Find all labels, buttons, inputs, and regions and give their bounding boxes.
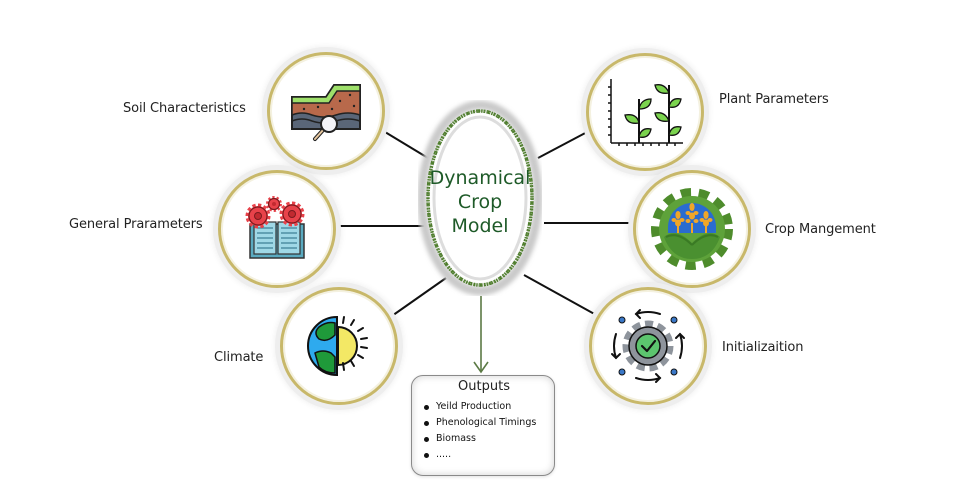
output-item: Yeild Production [422,399,536,415]
label-initialization: Initializaition [722,340,804,355]
label-general-parameters: General Prarameters [69,217,203,232]
core-title-line-3: Model [451,215,509,237]
node-crop-management [633,170,751,288]
earth-sun-icon [307,315,368,377]
book-gears-icon [245,196,305,259]
bullet-icon [424,405,429,410]
label-crop-management: Crop Mangement [765,222,876,237]
node-soil-characteristics [267,52,385,170]
bullet-icon [424,453,429,458]
core-title-line-2: Crop [457,191,503,213]
output-item: Biomass [422,431,536,447]
connector-init [523,274,599,317]
core-node-dynamical-crop-model: Dynamical Crop Model [418,100,542,296]
label-soil-characteristics: Soil Characteristics [123,101,246,116]
connector-climate [388,277,447,319]
connector-plant [537,130,590,159]
bullet-icon [424,421,429,426]
plant-growth-chart-icon [608,79,683,146]
gear-cycle-check-icon [611,309,685,383]
core-title-line-1: Dynamical [429,167,531,189]
output-arrowhead [473,361,489,374]
output-item-label: Phenological Timings [436,417,537,428]
label-climate: Climate [214,350,264,365]
label-plant-parameters: Plant Parameters [719,92,829,107]
output-item-label: Biomass [436,433,476,444]
output-item: Phenological Timings [422,415,536,431]
outputs-list: Yeild Production Phenological Timings Bi… [422,399,536,463]
output-item-label: ..... [436,449,452,460]
core-title: Dynamical Crop Model [418,166,542,238]
wheat-gear-icon [651,188,733,270]
node-plant-parameters [586,53,704,171]
soil-layers-magnifier-icon [291,84,361,141]
node-climate [280,287,398,405]
connector-soil [379,128,429,159]
node-general-parameters [218,170,336,288]
outputs-box: Outputs Yeild Production Phenological Ti… [411,375,555,476]
core-ellipse-ring [418,100,542,296]
output-item-label: Yeild Production [436,401,512,412]
bullet-icon [424,437,429,442]
outputs-title: Outputs [458,379,510,394]
output-item: ..... [422,447,536,463]
node-initialization [589,287,707,405]
